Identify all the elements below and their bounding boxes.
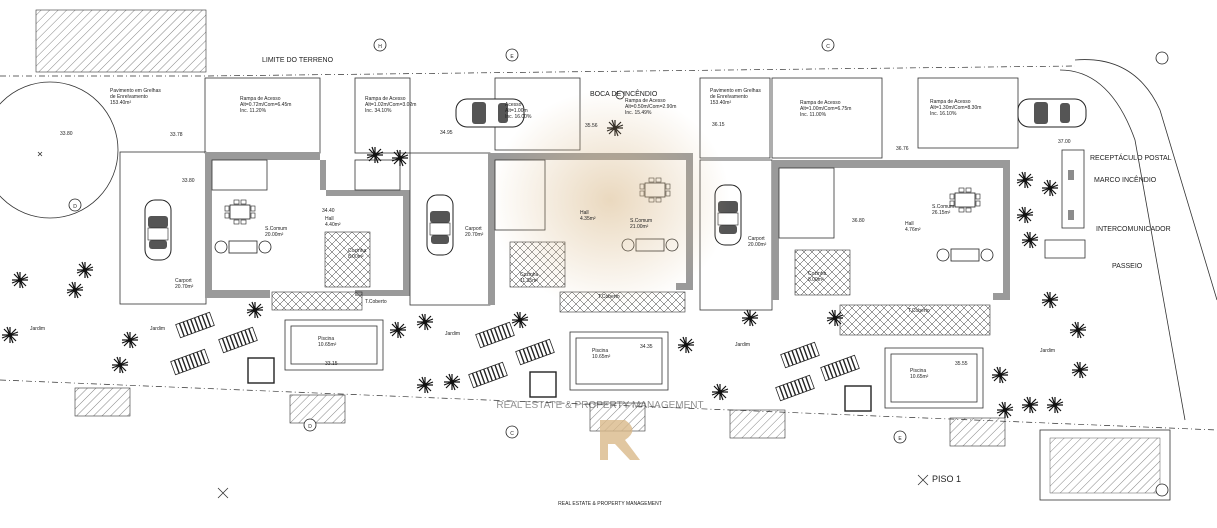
level-mark-1: 33.80	[60, 131, 73, 137]
intercom-label: INTERCOMUNICADOR	[1096, 226, 1171, 233]
floor-label: PISO 1	[932, 474, 961, 484]
car-icon-2	[426, 194, 454, 256]
garden-label-1: Jardim	[150, 326, 165, 332]
level-mark-6: 35.56	[585, 123, 598, 129]
level-mark-8: 36.76	[896, 146, 909, 152]
street-fixtures	[1044, 149, 1086, 259]
grid-letter-2: D	[73, 204, 77, 210]
garden-circle	[0, 81, 119, 219]
car-icon-1	[144, 199, 172, 261]
level-mark-7: 36.15	[712, 122, 725, 128]
road-edge	[1059, 69, 1186, 421]
sofa-icon-3	[936, 248, 994, 262]
grid-letter-5: D	[308, 424, 312, 430]
pool-3-outline	[884, 347, 984, 409]
property-boundary-line	[0, 65, 1076, 77]
watermark-small-text: REAL ESTATE & PROPERTY MANAGEMENT	[558, 501, 662, 507]
garden-label-3: Jardim	[735, 342, 750, 348]
boundary-label: LIMITE DO TERRENO	[262, 57, 334, 64]
level-label-1: 33.15	[325, 361, 338, 367]
grid-letter-6: C	[510, 431, 514, 437]
sofa-icon-1	[214, 240, 272, 254]
neighbor-building-hatch	[35, 9, 207, 73]
watermark-text: REAL ESTATE & PROPERTY MANAGEMENT	[496, 400, 703, 411]
level-mark-5: 34.95	[440, 130, 453, 136]
sidewalk-label: PASSEIO	[1112, 263, 1143, 270]
watermark-logo-icon	[600, 420, 640, 460]
pool-2-outline	[569, 331, 669, 391]
garden-label-2: Jardim	[445, 331, 460, 337]
garden-label-1b: Jardim	[30, 326, 45, 332]
mailbox-label: RECEPTÁCULO POSTAL	[1090, 153, 1172, 162]
unit-3	[699, 159, 1010, 412]
level-mark-2: 33.78	[170, 132, 183, 138]
unit-1	[119, 151, 410, 384]
terrace-label-1: T.Coberto	[365, 299, 387, 305]
level-mark-10: 37.00	[1058, 139, 1071, 145]
dining-table-icon-3	[949, 187, 981, 213]
garden-label-3b: Jardim	[1040, 348, 1055, 354]
level-mark-3: 33.80	[182, 178, 195, 184]
watermark: REAL ESTATE & PROPERTY MANAGEMENT REAL E…	[490, 90, 730, 507]
car-top-icon-2	[1017, 98, 1087, 128]
fire-mark-label: MARCO INCÊNDIO	[1094, 175, 1157, 184]
hydrant-label: BOCA DE INCÊNDIO	[590, 89, 658, 98]
grid-letter-3: C	[826, 44, 830, 50]
lower-boundary-line	[0, 379, 1217, 431]
level-label-2: 34.35	[640, 344, 653, 350]
level-label-3: 35.55	[955, 361, 968, 367]
terrace-label-2: T.Coberto	[598, 294, 620, 300]
terrace-label-3: T.Coberto	[908, 308, 930, 314]
level-mark-9: 36.80	[852, 218, 865, 224]
grid-marker-letters: H D C E D C E	[73, 44, 902, 442]
crosshair-marks	[37, 151, 929, 499]
grid-letter-1: H	[378, 44, 382, 50]
road-curve	[1074, 59, 1217, 301]
elevation-levels: 33.80 33.78 33.80 34.40 34.95 35.56 36.1…	[60, 122, 1071, 224]
pool-1-outline	[284, 319, 384, 371]
dining-table-icon-1	[224, 199, 256, 225]
grid-letter-7: E	[510, 54, 514, 60]
level-mark-4: 34.40	[322, 208, 335, 214]
grid-letter-4: E	[898, 436, 902, 442]
